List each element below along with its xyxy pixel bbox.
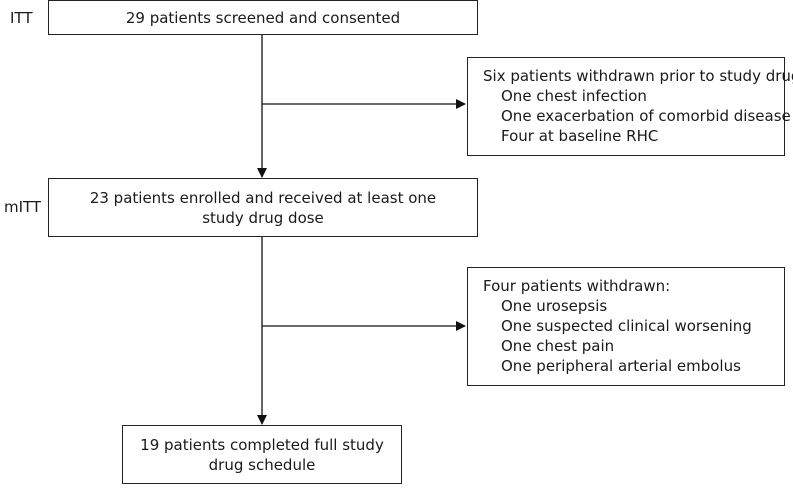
withdrawal-item: Four at baseline RHC	[501, 127, 659, 145]
completed-text-line1: 19 patients completed full study	[140, 435, 384, 454]
pre-drug-withdrawal-box: Six patients withdrawn prior to study dr…	[467, 57, 793, 156]
post-enrolment-withdrawal-box: Four patients withdrawn: One urosepsis O…	[467, 267, 785, 386]
withdrawal-heading: Four patients withdrawn:	[483, 277, 671, 295]
enrolled-text-line2: study drug dose	[202, 208, 324, 227]
screened-box: 29 patients screened and consented	[48, 0, 478, 35]
withdrawal-heading: Six patients withdrawn prior to study dr…	[483, 67, 793, 85]
withdrawal-item: One exacerbation of comorbid disease	[501, 107, 791, 125]
withdrawal-item: One chest pain	[501, 337, 615, 355]
stage-label-mitt: mITT	[4, 198, 42, 216]
enrolled-box: 23 patients enrolled and received at lea…	[48, 178, 478, 237]
withdrawal-item: One urosepsis	[501, 297, 608, 315]
completed-box: 19 patients completed full study drug sc…	[122, 425, 402, 484]
completed-text-line2: drug schedule	[208, 455, 316, 474]
withdrawal-item: One chest infection	[501, 87, 647, 105]
stage-label-itt: ITT	[10, 9, 33, 27]
withdrawal-item: One peripheral arterial embolus	[501, 357, 741, 375]
withdrawal-item: One suspected clinical worsening	[501, 317, 752, 335]
enrolled-text-line1: 23 patients enrolled and received at lea…	[89, 188, 437, 207]
screened-text: 29 patients screened and consented	[125, 8, 401, 27]
